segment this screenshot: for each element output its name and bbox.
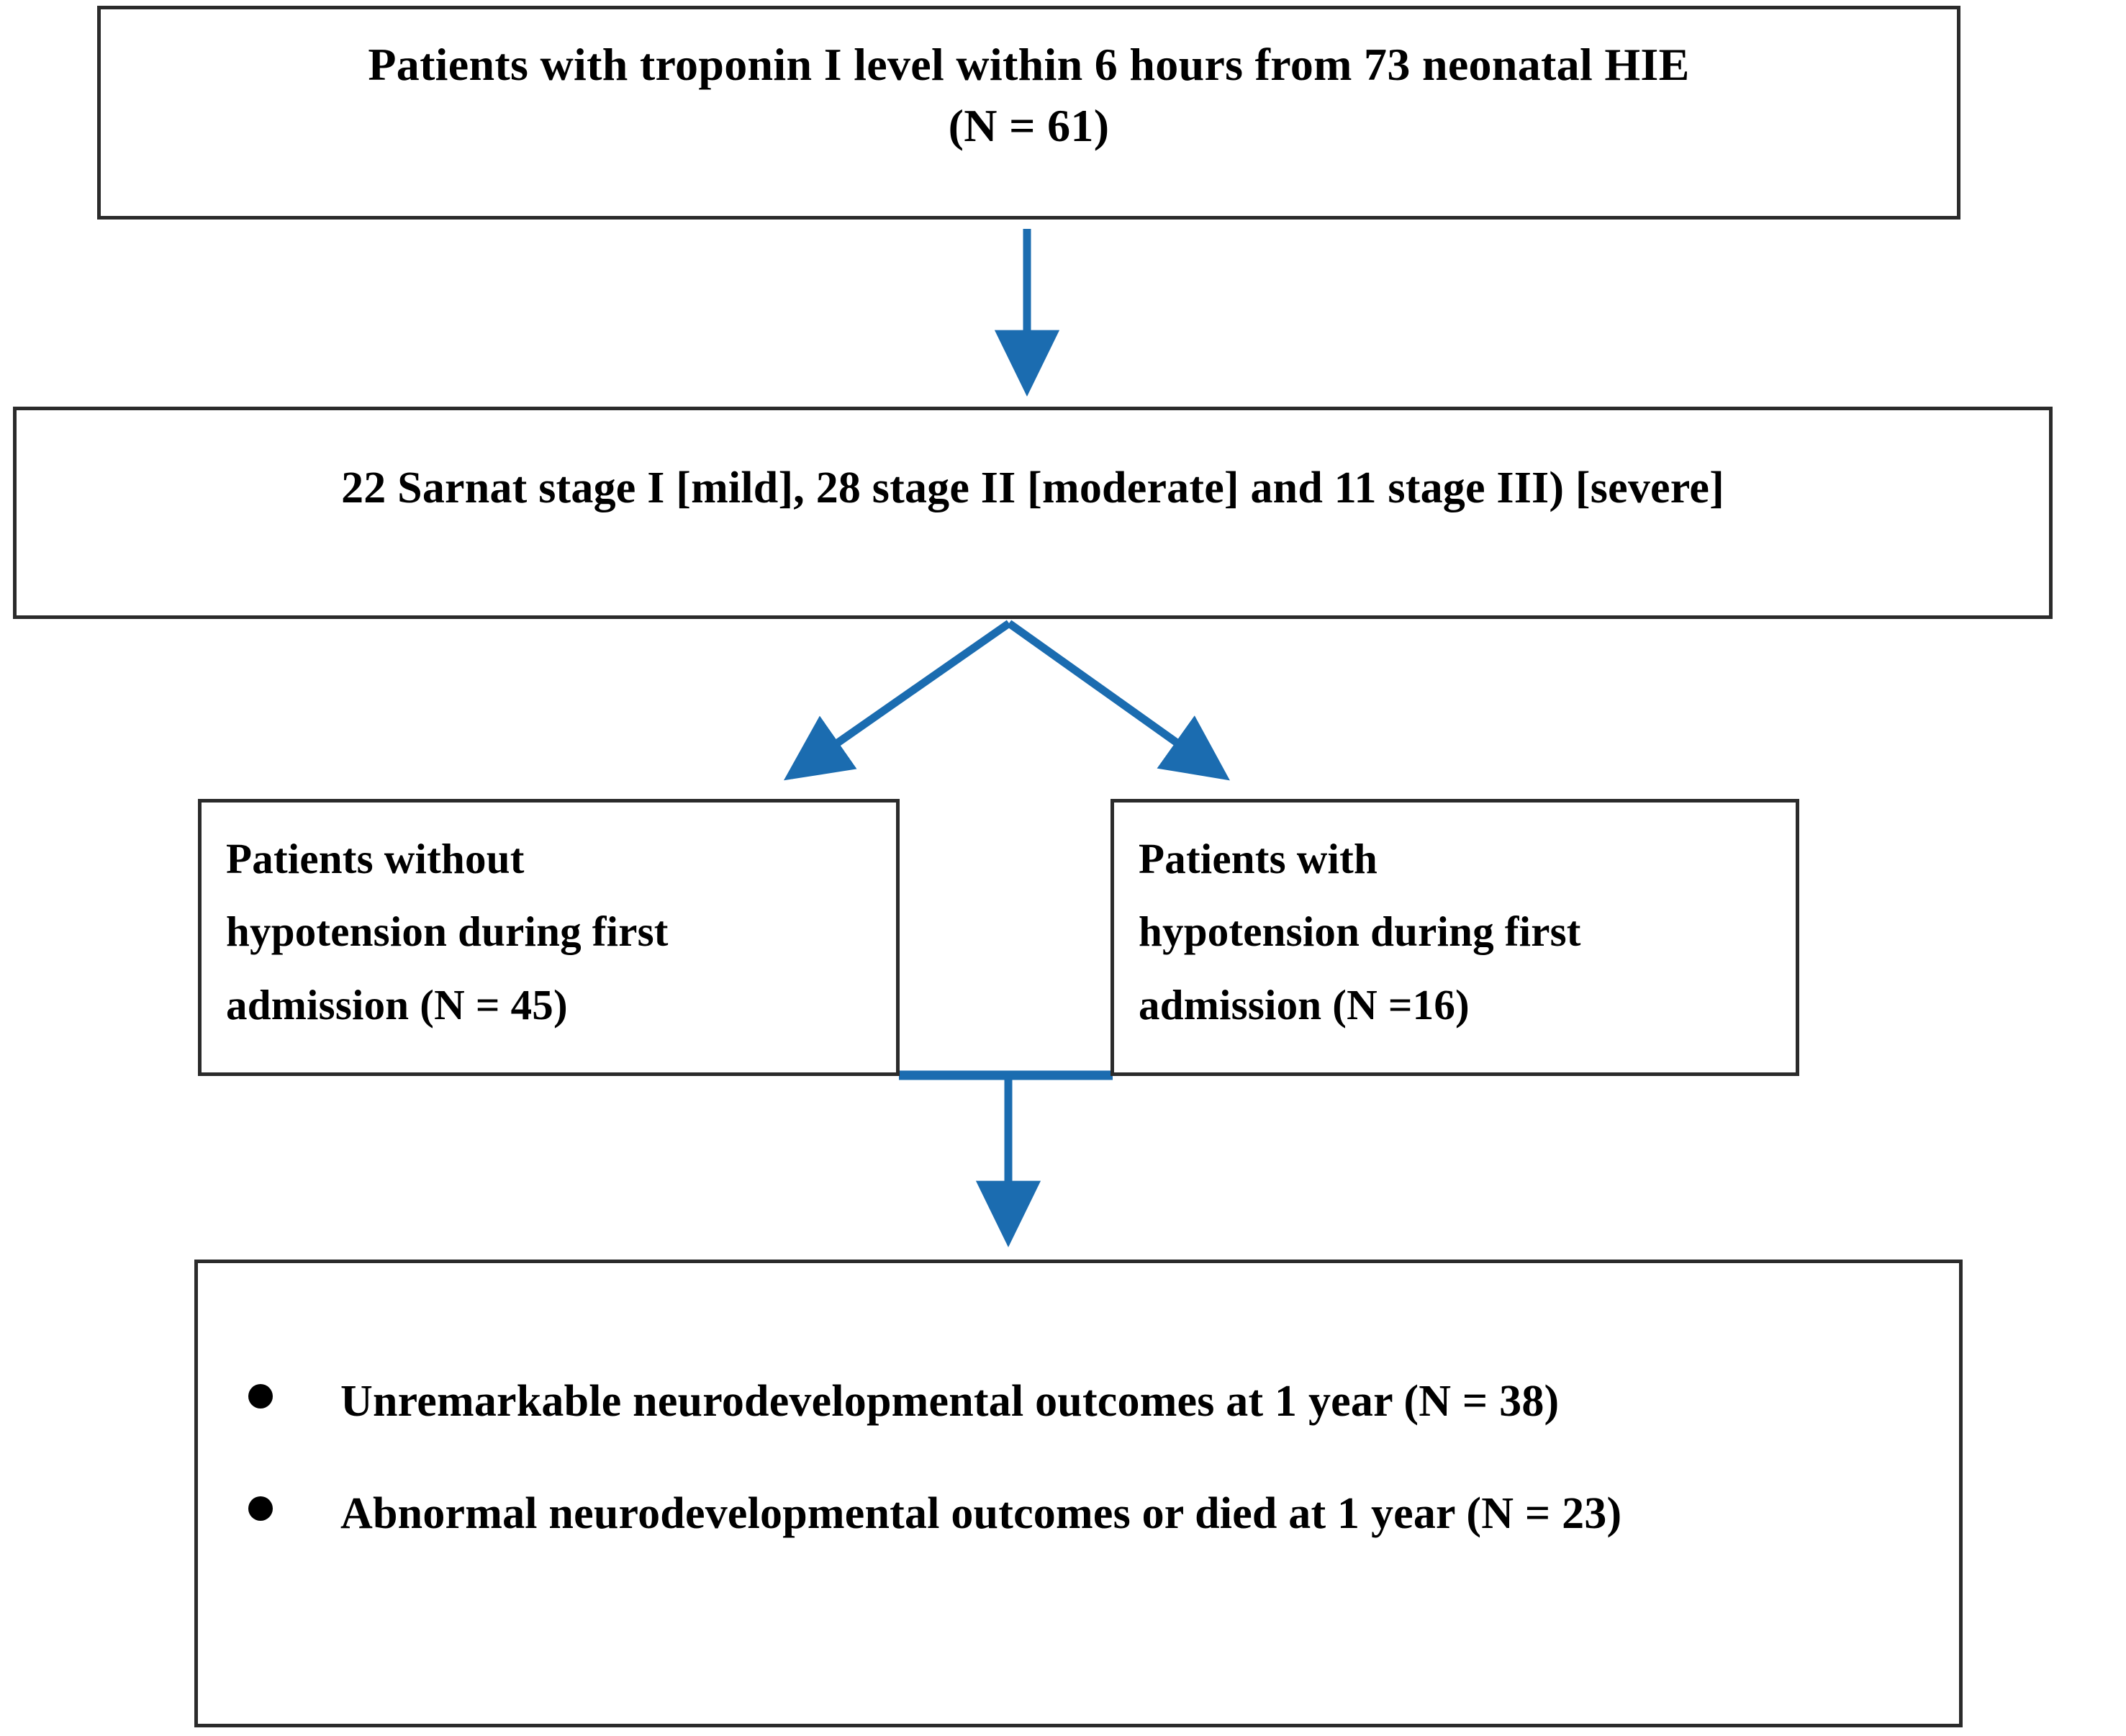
node-no-hypotension-line3: admission (N = 45) <box>226 980 568 1029</box>
outcome-item-text: Abnormal neurodevelopmental outcomes or … <box>340 1489 1622 1539</box>
node-hypotension-line2: hypotension during first <box>1139 908 1581 956</box>
down-arrow-icon-branches-to-outcomes <box>899 1070 1113 1247</box>
node-cohort-line2: (N = 61) <box>948 100 1110 152</box>
bullet-dot-icon <box>248 1496 273 1522</box>
node-cohort: Patients with troponin I level within 6 … <box>97 6 1960 220</box>
node-sarnat-staging: 22 Sarnat stage I [mild], 28 stage II [m… <box>13 407 2053 619</box>
list-item: Unremarkable neurodevelopmental outcomes… <box>198 1365 1930 1437</box>
outcome-item-text: Unremarkable neurodevelopmental outcomes… <box>340 1377 1560 1426</box>
diagonal-left-arrow-icon <box>783 620 1012 781</box>
node-no-hypotension-line1: Patients without <box>226 835 525 882</box>
list-item: Abnormal neurodevelopmental outcomes or … <box>198 1478 1930 1550</box>
node-hypotension-line3: admission (N =16) <box>1139 980 1470 1029</box>
node-cohort-line1: Patients with troponin I level within 6 … <box>368 39 1690 90</box>
outcomes-list: Unremarkable neurodevelopmental outcomes… <box>198 1263 1959 1550</box>
node-no-hypotension-line2: hypotension during first <box>226 908 669 956</box>
diagonal-right-arrow-icon <box>1006 620 1230 781</box>
bullet-dot-icon <box>248 1384 273 1409</box>
node-hypotension-line1: Patients with <box>1139 835 1378 882</box>
node-patients-with-hypotension: Patients with hypotension during first a… <box>1111 799 1799 1076</box>
node-patients-without-hypotension: Patients without hypotension during firs… <box>198 799 900 1076</box>
node-outcomes: Unremarkable neurodevelopmental outcomes… <box>194 1260 1963 1727</box>
node-sarnat-staging-line1: 22 Sarnat stage I [mild], 28 stage II [m… <box>341 464 1724 512</box>
